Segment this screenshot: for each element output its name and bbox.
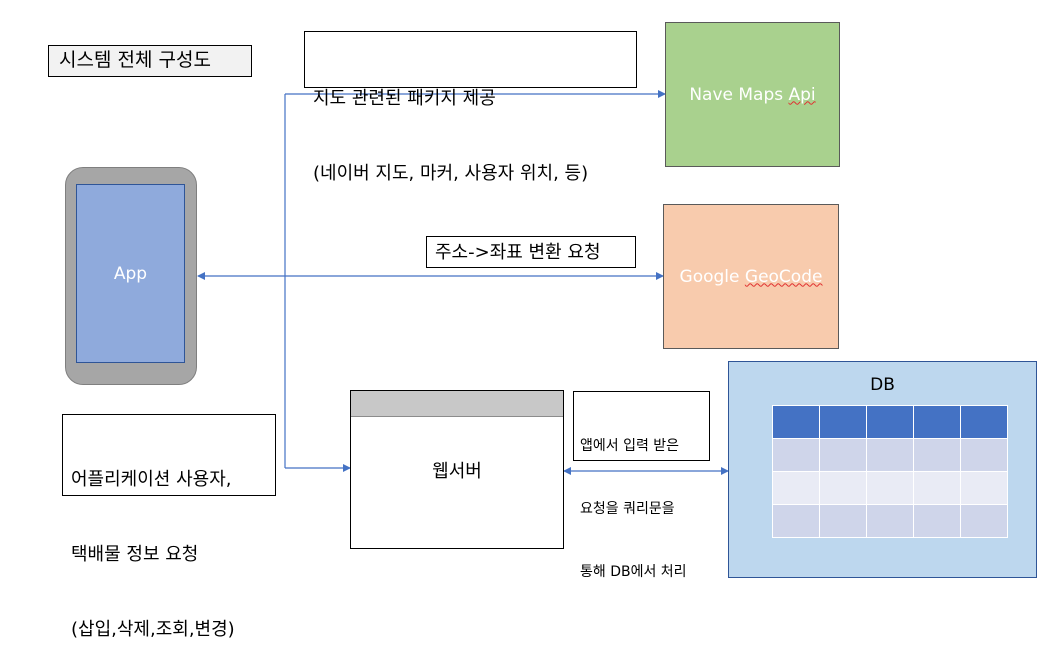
geocode-label: Google GeoCode xyxy=(679,266,823,287)
maps-note-line1: 지도 관련된 패키지 제공 xyxy=(313,88,496,109)
app-request-line2: 택배물 정보 요청 xyxy=(71,544,199,565)
db-note-line2: 요청을 쿼리문을 xyxy=(580,501,675,517)
app-request-line3: (삽입,삭제,조회,변경) xyxy=(71,619,235,640)
geocode-note-box: 주소->좌표 변환 요청 xyxy=(426,236,636,268)
app-label: App xyxy=(113,263,148,284)
db-label: DB xyxy=(870,375,895,395)
diagram-title: 시스템 전체 구성도 xyxy=(48,45,252,77)
connector-lines xyxy=(197,90,729,475)
maps-note-line2: (네이버 지도, 마커, 사용자 위치, 등) xyxy=(313,163,589,184)
db-table-row xyxy=(772,471,1008,505)
app-request-line1: 어플리케이션 사용자, xyxy=(71,469,232,490)
app-screen: App xyxy=(76,184,185,363)
webserver-node: 웹서버 xyxy=(350,390,564,549)
db-note-line1: 앱에서 입력 받은 xyxy=(580,438,680,454)
db-table-header-row xyxy=(772,405,1008,439)
db-node: DB xyxy=(728,361,1037,578)
app-request-note-box: 어플리케이션 사용자, 택배물 정보 요청 (삽입,삭제,조회,변경) xyxy=(62,414,276,640)
maps-api-node: Nave Maps Api xyxy=(665,22,840,167)
webserver-label: 웹서버 xyxy=(432,461,482,482)
db-table-icon xyxy=(772,405,1008,538)
db-table-row xyxy=(772,438,1008,472)
maps-note-box: 지도 관련된 패키지 제공 (네이버 지도, 마커, 사용자 위치, 등) xyxy=(304,31,637,184)
db-note-line3: 통해 DB에서 처리 xyxy=(580,564,687,580)
webserver-titlebar xyxy=(351,391,563,417)
db-table-row xyxy=(772,504,1008,538)
db-note-box: 앱에서 입력 받은 요청을 쿼리문을 통해 DB에서 처리 xyxy=(573,391,710,580)
geocode-node: Google GeoCode xyxy=(663,204,839,349)
maps-api-label: Nave Maps Api xyxy=(689,84,816,105)
